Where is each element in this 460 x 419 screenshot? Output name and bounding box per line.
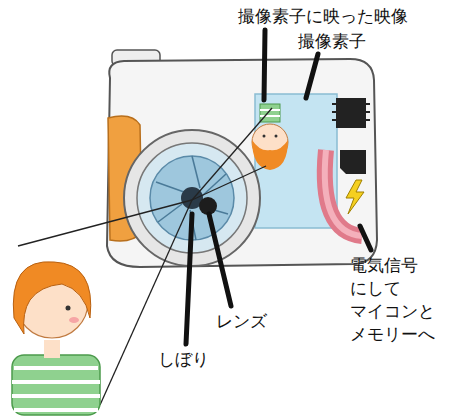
image-on-sensor-label: 撮像素子に映った映像 xyxy=(238,5,408,27)
lens-label: レンズ xyxy=(216,310,267,332)
sensor-label: 撮像素子 xyxy=(298,30,366,52)
aperture-label: しぼり xyxy=(158,348,209,370)
signal-label: 電気信号 にして マイコンと メモリーへ xyxy=(350,254,455,346)
